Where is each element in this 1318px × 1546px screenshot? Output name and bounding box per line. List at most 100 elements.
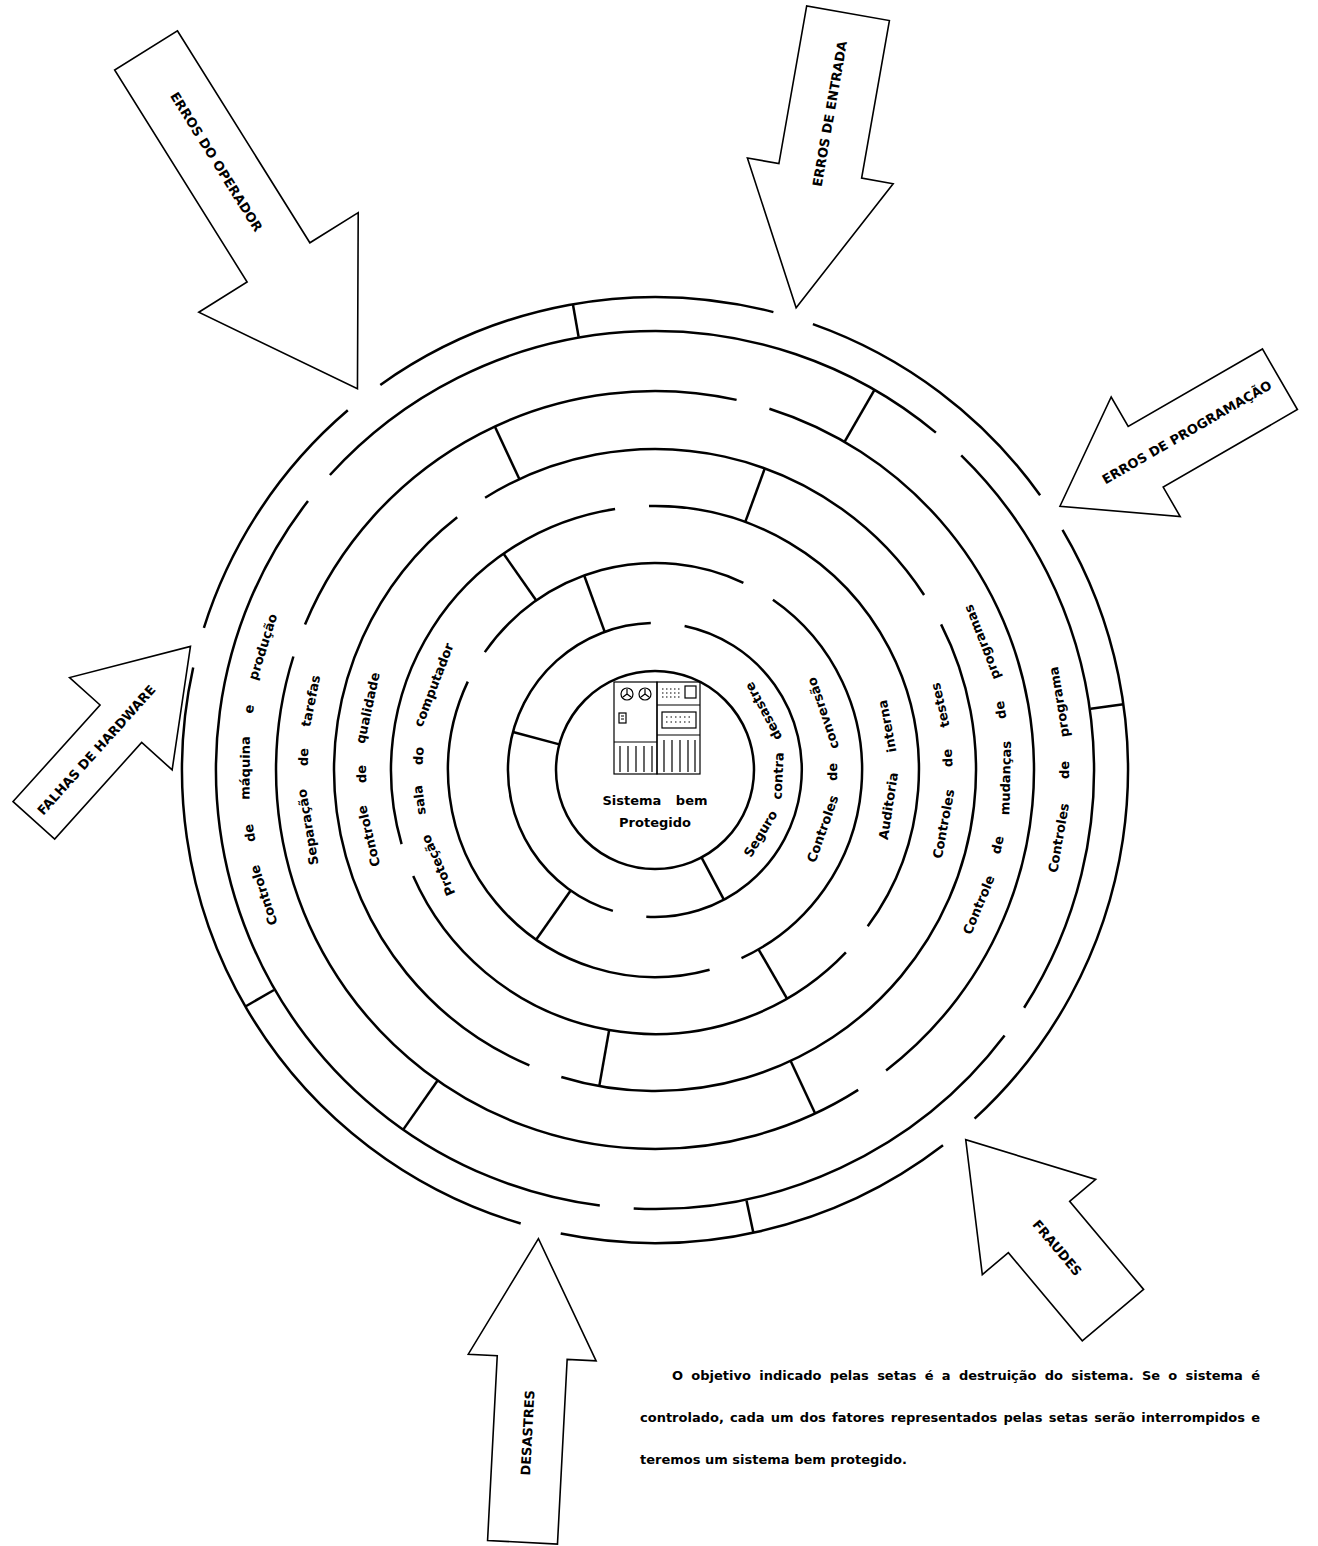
- ring-label: Controle de qualidade: [353, 671, 384, 869]
- outer-ring-arc: [182, 297, 1128, 1243]
- ring-wall: [513, 732, 559, 744]
- ring-band: Sistema bem Protegido Seguro contra desas…: [390, 505, 920, 1035]
- threat-arrow: DESASTRES: [457, 1235, 603, 1546]
- arrow-shape: [909, 1092, 1170, 1363]
- ring-wall: [599, 1030, 609, 1086]
- ring-label-word: Controles: [804, 794, 843, 866]
- arrow-shape: [1025, 320, 1314, 567]
- panel-dots: [621, 716, 624, 719]
- ring-label-word: interna: [875, 699, 901, 754]
- system-label: Sistema bem Protegido: [585, 790, 725, 834]
- ring-wall: [403, 1080, 437, 1129]
- console-dots: [666, 717, 692, 722]
- ring-band: Sistema bem Protegido Seguro contra desas…: [507, 622, 803, 918]
- ring-label-word: do: [411, 747, 428, 766]
- ring-label-word: Separação: [294, 788, 322, 866]
- ring-arc: [448, 563, 862, 977]
- ring-label-word: Controles: [1046, 802, 1073, 874]
- arrow-label: ERROS DE PROGRAMAÇÃO: [1099, 378, 1274, 488]
- ring-label: Controles de conversão: [804, 675, 844, 865]
- ring-label-word: de: [992, 700, 1011, 721]
- ring-label-word: de: [1057, 761, 1073, 779]
- ring-label: Auditoria interna: [875, 699, 902, 841]
- ring-label-word: de: [825, 763, 841, 781]
- ring-label-word: desastre: [742, 679, 786, 743]
- outer-ring-walls: [245, 304, 1123, 1232]
- ring-wall: [573, 304, 579, 337]
- ring-label: Seguro contra desastre: [741, 679, 788, 861]
- ring-label-word: máquina: [237, 737, 253, 800]
- ring-wall: [759, 949, 788, 998]
- ring-label-word: programas: [960, 603, 1004, 683]
- threat-arrow: ERROS DE PROGRAMAÇÃO: [1024, 319, 1315, 568]
- arrow-label: ERROS DE ENTRADA: [810, 40, 851, 188]
- ring-band: Sistema bem Protegido Seguro contra desas…: [447, 562, 863, 978]
- threat-arrow: FALHAS DE HARDWARE: [0, 599, 243, 867]
- ring-label-word: mudanças: [997, 741, 1015, 816]
- ring-arc: [334, 449, 976, 1091]
- cabinet-vents: [664, 740, 695, 772]
- ring-outline: [275, 390, 1035, 1150]
- ring-band: Sistema bem Protegido Seguro contra desas…: [215, 330, 1095, 1210]
- ring-arc: [556, 671, 754, 869]
- ring-label-word: Controle: [354, 804, 384, 869]
- ring-band: Sistema bem Protegido Seguro contra desas…: [275, 390, 1035, 1150]
- ring-arc: [508, 623, 802, 917]
- ring-label-word: de: [241, 823, 260, 843]
- center-circle: Sistema bem Protegido: [555, 670, 755, 870]
- arrow-shape: [723, 1, 921, 321]
- arrow-shape: [66, 1, 437, 439]
- ring-label-word: Auditoria: [876, 772, 902, 842]
- ring-band: Sistema bem Protegido Seguro contra desas…: [333, 448, 977, 1092]
- ring-outline: [555, 670, 755, 870]
- computer-cabinet: [614, 682, 657, 774]
- ring-label-word: testes: [928, 681, 954, 729]
- ring-label-word: de: [296, 748, 313, 767]
- arrow-label: FRAUDES: [1029, 1217, 1085, 1279]
- arrow-label: DESASTRES: [518, 1390, 538, 1476]
- ring-wall: [701, 857, 724, 899]
- ring-label-word: Seguro: [741, 808, 782, 861]
- caption: O objetivo indicado pelas setas é a dest…: [640, 1355, 1260, 1481]
- ring-wall: [536, 890, 570, 939]
- threat-arrow: FRAUDES: [908, 1091, 1171, 1364]
- ring-label: Controles de testes: [928, 680, 958, 859]
- ring-label-word: Controle: [247, 863, 281, 927]
- arrow-shape: [458, 1236, 602, 1546]
- ring-label: Separação de tarefas: [294, 674, 323, 866]
- ring-label: Controle de mudanças de programas: [960, 603, 1015, 937]
- ring-wall: [504, 554, 537, 601]
- ring-label-word: programa: [1046, 666, 1074, 739]
- cabinet-divider: [614, 741, 657, 742]
- cabinet-divider: [657, 704, 700, 705]
- ring-label: Controle de máquina e produção: [237, 612, 282, 928]
- cabinet-vents: [620, 746, 652, 772]
- ring-wall: [845, 390, 875, 442]
- computer-illustration: [614, 682, 700, 774]
- ring-label-word: Controle: [959, 873, 998, 937]
- ring-arc: [276, 391, 1034, 1149]
- ring-label-word: e: [241, 703, 258, 714]
- ring-outline: [333, 448, 977, 1092]
- ring-label-word: Controles: [929, 788, 958, 860]
- arrow-label: ERROS DO OPERADOR: [166, 90, 265, 236]
- threat-arrow: ERROS DO OPERADOR: [65, 0, 438, 440]
- ring-wall: [745, 468, 764, 522]
- ring-label-word: de: [988, 835, 1008, 856]
- ring-outline: [447, 562, 863, 978]
- console-panel: [662, 712, 696, 728]
- threat-arrow: ERROS DE ENTRADA: [722, 1, 922, 322]
- arrow-shape: [0, 601, 242, 867]
- cabinet-divider: [657, 734, 700, 735]
- ring-outline: [215, 330, 1095, 1210]
- ring-outline: [390, 505, 920, 1035]
- ring-arc: [216, 331, 1094, 1209]
- ring-wall: [747, 1200, 754, 1232]
- ring-wall: [1091, 704, 1124, 709]
- ring-label-word: de: [940, 749, 957, 768]
- ring-wall: [584, 575, 605, 631]
- ring-label: Controles de programa: [1046, 666, 1074, 874]
- ring-label-word: conversão: [804, 675, 843, 751]
- ring-label-word: tarefas: [298, 674, 324, 729]
